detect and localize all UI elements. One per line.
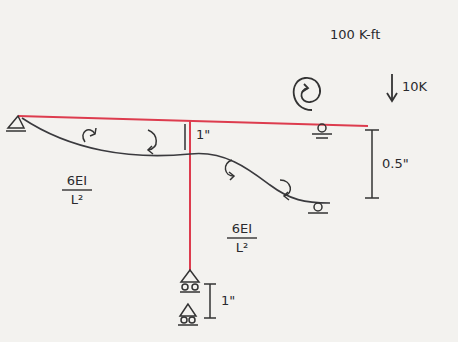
dimension-label: 0.5": [382, 157, 409, 171]
moment-label: 100 K-ft: [330, 28, 380, 42]
point-load: [387, 74, 397, 101]
displacement-label: 1": [196, 128, 210, 142]
column-support: [178, 270, 200, 325]
load-label: 10K: [402, 80, 427, 94]
dimension-label: 1": [221, 294, 235, 308]
dimension-bracket: [204, 284, 216, 318]
stiffness-numerator: 6EI: [232, 222, 252, 236]
stiffness-numerator: 6EI: [67, 174, 87, 188]
dimension-bracket: [365, 130, 379, 198]
stiffness-denominator: L²: [71, 193, 83, 207]
roller-support: [312, 124, 332, 138]
fraction-bars: [62, 190, 257, 238]
deflected-shape: [22, 118, 330, 203]
stiffness-denominator: L²: [236, 241, 248, 255]
moment-arrows: [83, 128, 291, 200]
applied-moment: [294, 78, 320, 110]
displaced-roller: [308, 203, 328, 213]
frame-members: [18, 116, 368, 270]
